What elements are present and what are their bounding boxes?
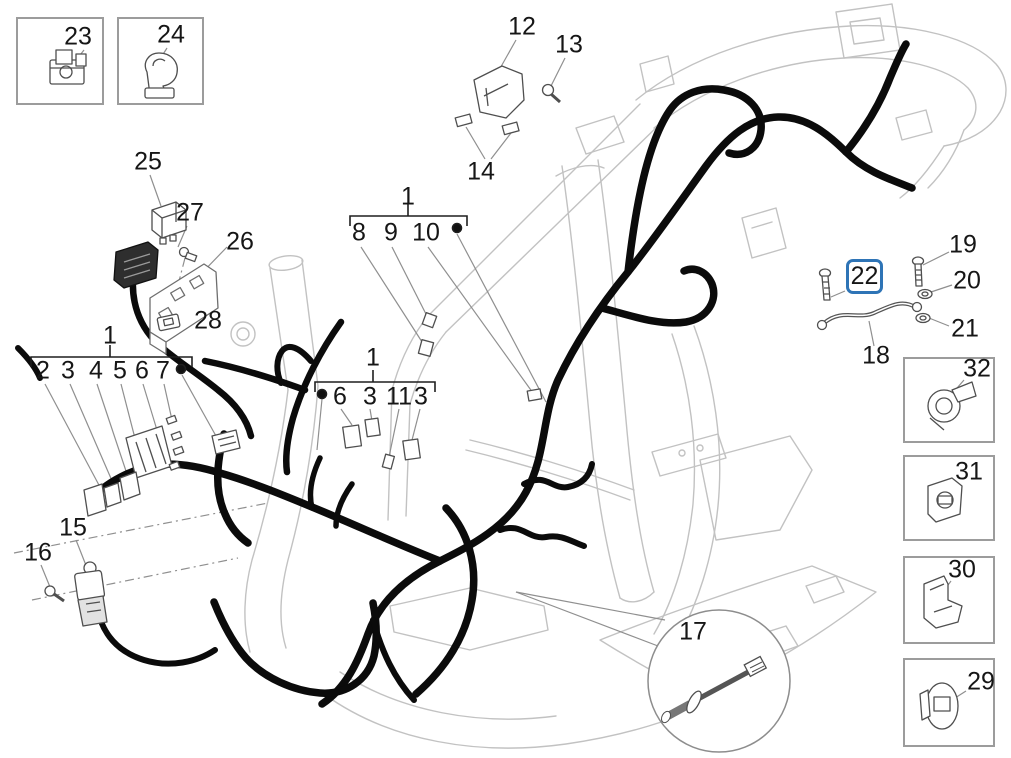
- callout-15[interactable]: 15: [59, 513, 87, 542]
- part-23-glyph: [49, 49, 87, 85]
- callout-18[interactable]: 18: [862, 341, 890, 370]
- group-brackets: [30, 204, 468, 400]
- callout-3-left[interactable]: 3: [61, 356, 75, 385]
- harness-sensor-wire: [94, 604, 218, 667]
- callout-28[interactable]: 28: [194, 306, 222, 335]
- mid-connectors: [342, 417, 421, 470]
- callout-24[interactable]: 24: [157, 20, 185, 49]
- detail-box-31: [903, 455, 995, 541]
- detail-box-23: [16, 17, 104, 105]
- callout-3-mid-b[interactable]: 3: [414, 382, 428, 411]
- callout-16[interactable]: 16: [24, 538, 52, 567]
- part-10-glyph: [526, 388, 543, 402]
- callout-32[interactable]: 32: [963, 354, 991, 383]
- callout-13[interactable]: 13: [555, 30, 583, 59]
- part-31-glyph: [927, 477, 963, 523]
- callout-6-mid[interactable]: 6: [333, 382, 347, 411]
- group-label-1-left[interactable]: 1: [103, 321, 117, 350]
- callout-3-mid-a[interactable]: 3: [363, 382, 377, 411]
- fusebox-cluster: [83, 414, 241, 517]
- callout-6-left[interactable]: 6: [135, 356, 149, 385]
- part-27-glyph: [178, 246, 198, 263]
- callout-5[interactable]: 5: [113, 356, 127, 385]
- part-17-glyph: [660, 655, 768, 724]
- part-20-glyph: [917, 288, 933, 300]
- callout-2[interactable]: 2: [36, 356, 50, 385]
- regulator-glyph: [113, 241, 159, 289]
- callout-21[interactable]: 21: [951, 314, 979, 343]
- part-16-glyph: [44, 585, 65, 603]
- part-13-glyph: [541, 83, 561, 104]
- part-19-glyph: [911, 256, 925, 287]
- callout-26[interactable]: 26: [226, 227, 254, 256]
- magnifier-17: [647, 609, 791, 753]
- leader-lines: [13, 39, 967, 706]
- callout-9[interactable]: 9: [384, 218, 398, 247]
- detail-box-24: [117, 17, 204, 105]
- callout-7[interactable]: 7: [156, 356, 170, 385]
- frame-artwork: [230, 3, 1007, 749]
- part-15-glyph: [74, 561, 108, 627]
- part-25-glyph: [151, 201, 187, 245]
- callout-12[interactable]: 12: [508, 12, 536, 41]
- harness-top-arch: [624, 85, 765, 276]
- detail-box-29: [903, 658, 995, 747]
- callout-23[interactable]: 23: [64, 22, 92, 51]
- callout-29[interactable]: 29: [967, 667, 995, 696]
- callout-11[interactable]: 11: [386, 382, 412, 411]
- part-32-glyph: [927, 381, 977, 431]
- part-30-glyph: [923, 575, 963, 629]
- harness-top-spur: [842, 40, 910, 156]
- group-label-1-mid[interactable]: 1: [366, 343, 380, 372]
- part-glyphs: [44, 49, 977, 730]
- part-28-glyph: [156, 313, 181, 332]
- harness-relay-wire: [129, 254, 255, 440]
- part-22-glyph: [818, 268, 832, 301]
- group-bullet-left: [175, 363, 187, 375]
- part-21-glyph: [915, 312, 931, 324]
- detail-box-30: [903, 556, 995, 644]
- part-8-glyph: [417, 339, 435, 357]
- group-label-1-top[interactable]: 1: [401, 182, 415, 211]
- highlight-box-22[interactable]: 22: [846, 259, 883, 294]
- wiring-harness: [15, 40, 916, 708]
- callout-27[interactable]: 27: [176, 198, 204, 227]
- callout-10[interactable]: 10: [412, 218, 440, 247]
- part-29-glyph: [919, 682, 959, 730]
- group-bullet-top: [451, 222, 463, 234]
- callout-19[interactable]: 19: [949, 230, 977, 259]
- part-24-glyph: [144, 52, 178, 99]
- callout-14[interactable]: 14: [467, 157, 495, 186]
- callout-20[interactable]: 20: [953, 266, 981, 295]
- callout-4[interactable]: 4: [89, 356, 103, 385]
- callout-17[interactable]: 17: [679, 617, 707, 646]
- harness-main-trunk: [318, 113, 916, 708]
- callout-25[interactable]: 25: [134, 147, 162, 176]
- bracket-group-left: [30, 345, 193, 367]
- bracket-group-top: [349, 204, 468, 226]
- harness-bottom-loop: [210, 598, 380, 697]
- bracket-group-mid: [314, 370, 436, 392]
- callout-31[interactable]: 31: [955, 457, 983, 486]
- part-9-glyph: [421, 312, 438, 329]
- part-18-glyph: [816, 301, 923, 331]
- group-bullet-mid: [316, 388, 328, 400]
- detail-box-32: [903, 357, 995, 443]
- callout-8[interactable]: 8: [352, 218, 366, 247]
- part-14-glyphs: [454, 113, 520, 136]
- callout-30[interactable]: 30: [948, 555, 976, 584]
- part-12-glyph: [473, 65, 525, 119]
